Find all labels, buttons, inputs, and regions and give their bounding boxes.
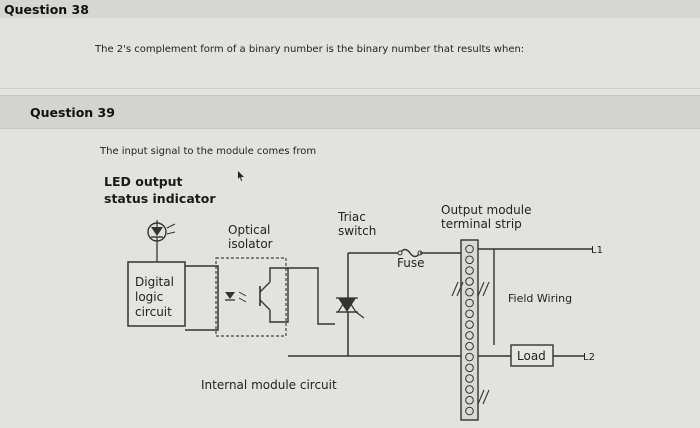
output-module-label-line2: terminal strip: [441, 217, 522, 231]
question-38-heading: Question 38: [4, 2, 89, 17]
phototransistor-icon: [259, 281, 271, 311]
terminal-screw: [465, 298, 474, 308]
logic-to-isolator-wire: [185, 265, 219, 331]
digital-label-line2: logic: [135, 290, 163, 304]
triac-label-line2: switch: [338, 224, 376, 238]
terminal-screw: [465, 385, 474, 394]
internal-circuit-label: Internal module circuit: [201, 378, 337, 392]
isolator-to-triac-wire: [269, 267, 335, 325]
question-38-header-band: [0, 0, 700, 18]
terminal-screw: [465, 406, 474, 416]
terminal-screw: [465, 309, 474, 319]
terminal-screw: [465, 395, 474, 405]
isolator-top-wire: [269, 267, 288, 282]
terminal-screw: [465, 331, 474, 340]
optocoupler-led-icon: [225, 291, 247, 303]
question-divider: [0, 88, 700, 89]
triac-icon: [336, 296, 365, 319]
question-39-text: The input signal to the module comes fro…: [100, 146, 317, 157]
load-label: Load: [517, 349, 546, 363]
mouse-cursor-icon: [238, 171, 244, 181]
l1-label: L1: [591, 245, 603, 256]
terminal-screw: [465, 374, 474, 383]
l2-label: L2: [583, 352, 595, 363]
question-38-text: The 2's complement form of a binary numb…: [95, 44, 525, 55]
triac-label-line1: Triac: [337, 210, 366, 224]
optical-label-line2: isolator: [228, 237, 273, 251]
fuse-label: Fuse: [397, 256, 425, 270]
led-label-line1: LED output: [104, 174, 183, 189]
digital-label-line3: circuit: [135, 305, 172, 319]
terminal-screw: [465, 320, 474, 329]
terminal-screw: [465, 341, 474, 351]
led-indicator-icon: [147, 220, 176, 244]
led-label-line2: status indicator: [104, 191, 216, 206]
terminal-screw: [465, 255, 474, 265]
digital-label-line1: Digital: [135, 275, 174, 289]
terminal-screw: [465, 352, 474, 362]
optical-isolator-box: [215, 257, 287, 337]
question-39-header-band: [0, 95, 700, 129]
terminal-screw: [465, 266, 474, 275]
field-wiring-label: Field Wiring: [508, 292, 572, 305]
terminal-screw: [465, 277, 474, 286]
wire-break-marks: [451, 281, 490, 405]
terminal-screw: [465, 363, 474, 373]
load-box: Load: [510, 344, 554, 367]
terminal-screw: [465, 244, 474, 254]
terminal-screw: [465, 287, 474, 297]
terminal-strip: [460, 239, 479, 421]
digital-logic-box: Digital logic circuit: [127, 261, 186, 327]
output-module-label-line1: Output module: [441, 203, 531, 217]
optical-label-line1: Optical: [228, 223, 270, 237]
question-39-heading: Question 39: [30, 105, 115, 120]
